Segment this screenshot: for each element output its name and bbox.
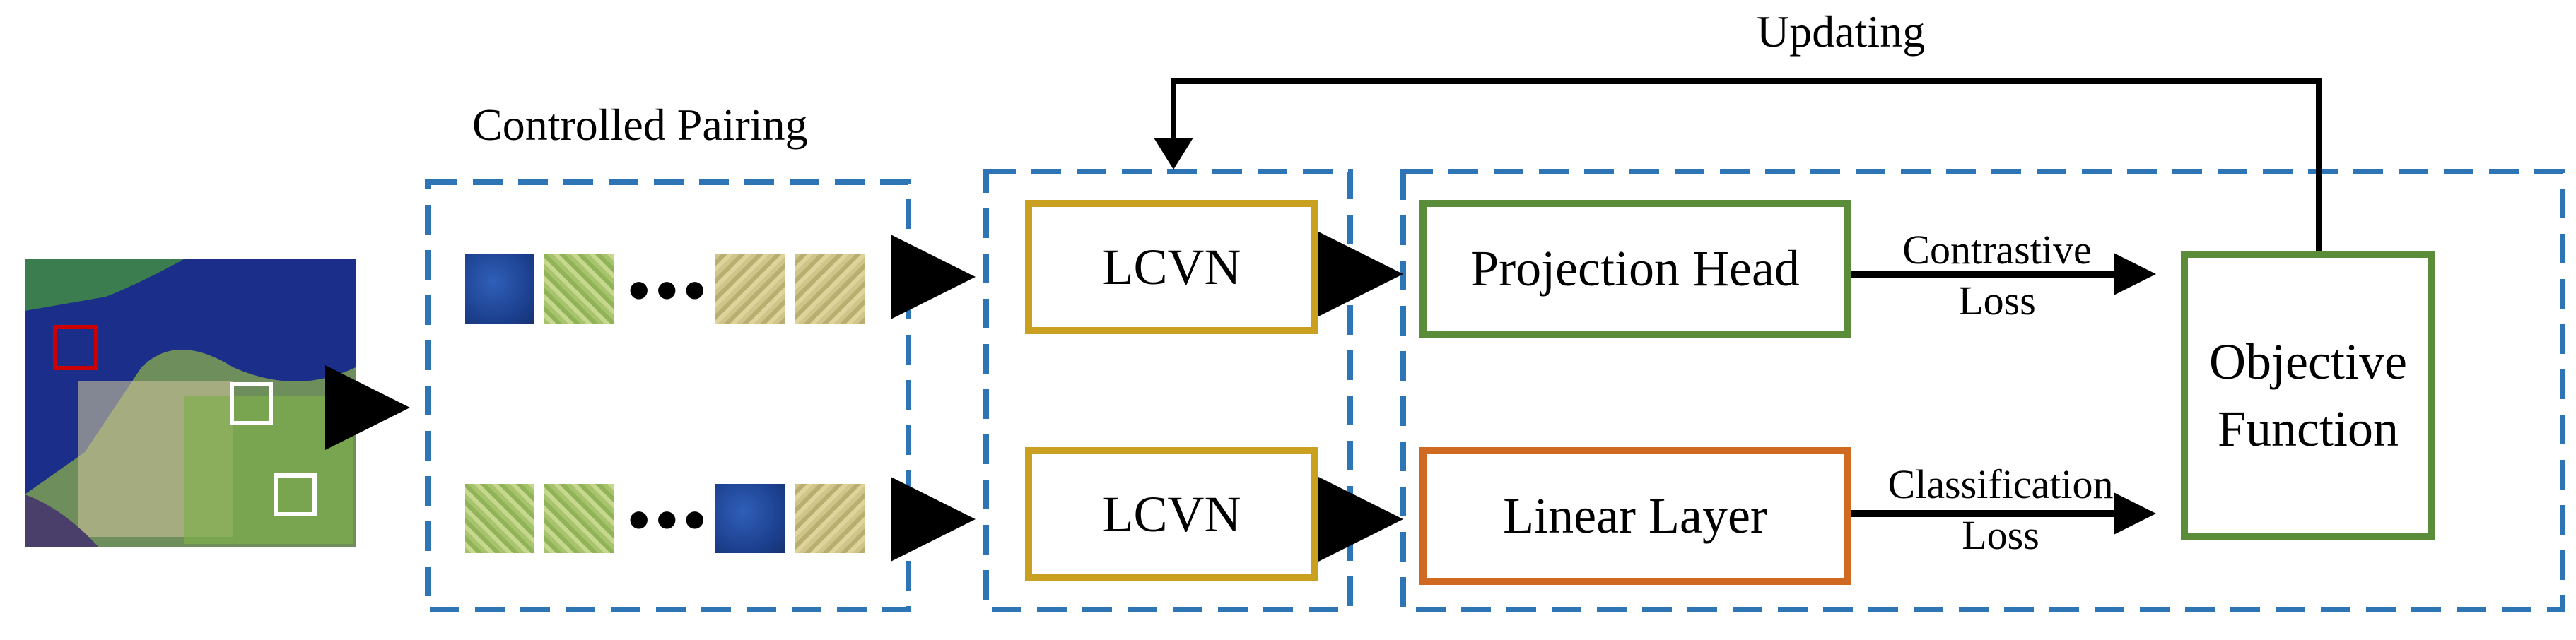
white-marker-1 — [230, 382, 273, 425]
contrastive-loss-label: Contrastive Loss — [1902, 227, 2092, 324]
patch-blue — [715, 484, 785, 553]
ellipsis-top: ••• — [628, 256, 712, 326]
patch-green — [544, 484, 614, 553]
projection-head-label: Projection Head — [1470, 240, 1800, 297]
patch-green — [465, 484, 534, 553]
input-satellite-image — [25, 259, 356, 547]
updating-label: Updating — [1757, 6, 1926, 57]
red-marker — [53, 325, 98, 370]
patch-tan — [795, 254, 865, 324]
controlled-pairing-label: Controlled Pairing — [472, 100, 808, 150]
patch-green — [544, 254, 614, 324]
lcvn-top-label: LCVN — [1102, 238, 1241, 295]
lcvn-top-box: LCVN — [1025, 200, 1318, 334]
lcvn-bottom-label: LCVN — [1102, 485, 1241, 543]
projection-head-box: Projection Head — [1419, 200, 1851, 338]
updating-loop-line — [1171, 78, 2322, 254]
updating-arrowhead — [1154, 138, 1193, 170]
patch-blue — [465, 254, 534, 324]
classification-loss-label: Classification Loss — [1887, 461, 2114, 558]
lcvn-bottom-box: LCVN — [1025, 447, 1318, 581]
pairing-container — [425, 179, 911, 612]
linear-layer-box: Linear Layer — [1419, 447, 1851, 585]
encoder-container — [983, 169, 1353, 612]
white-marker-2 — [274, 473, 317, 516]
objective-function-box: Objective Function — [2181, 251, 2435, 540]
head-container — [1400, 169, 2565, 612]
linear-layer-label: Linear Layer — [1503, 487, 1767, 544]
ellipsis-bottom: ••• — [628, 485, 712, 555]
patch-tan — [795, 484, 865, 553]
patch-tan — [715, 254, 785, 324]
